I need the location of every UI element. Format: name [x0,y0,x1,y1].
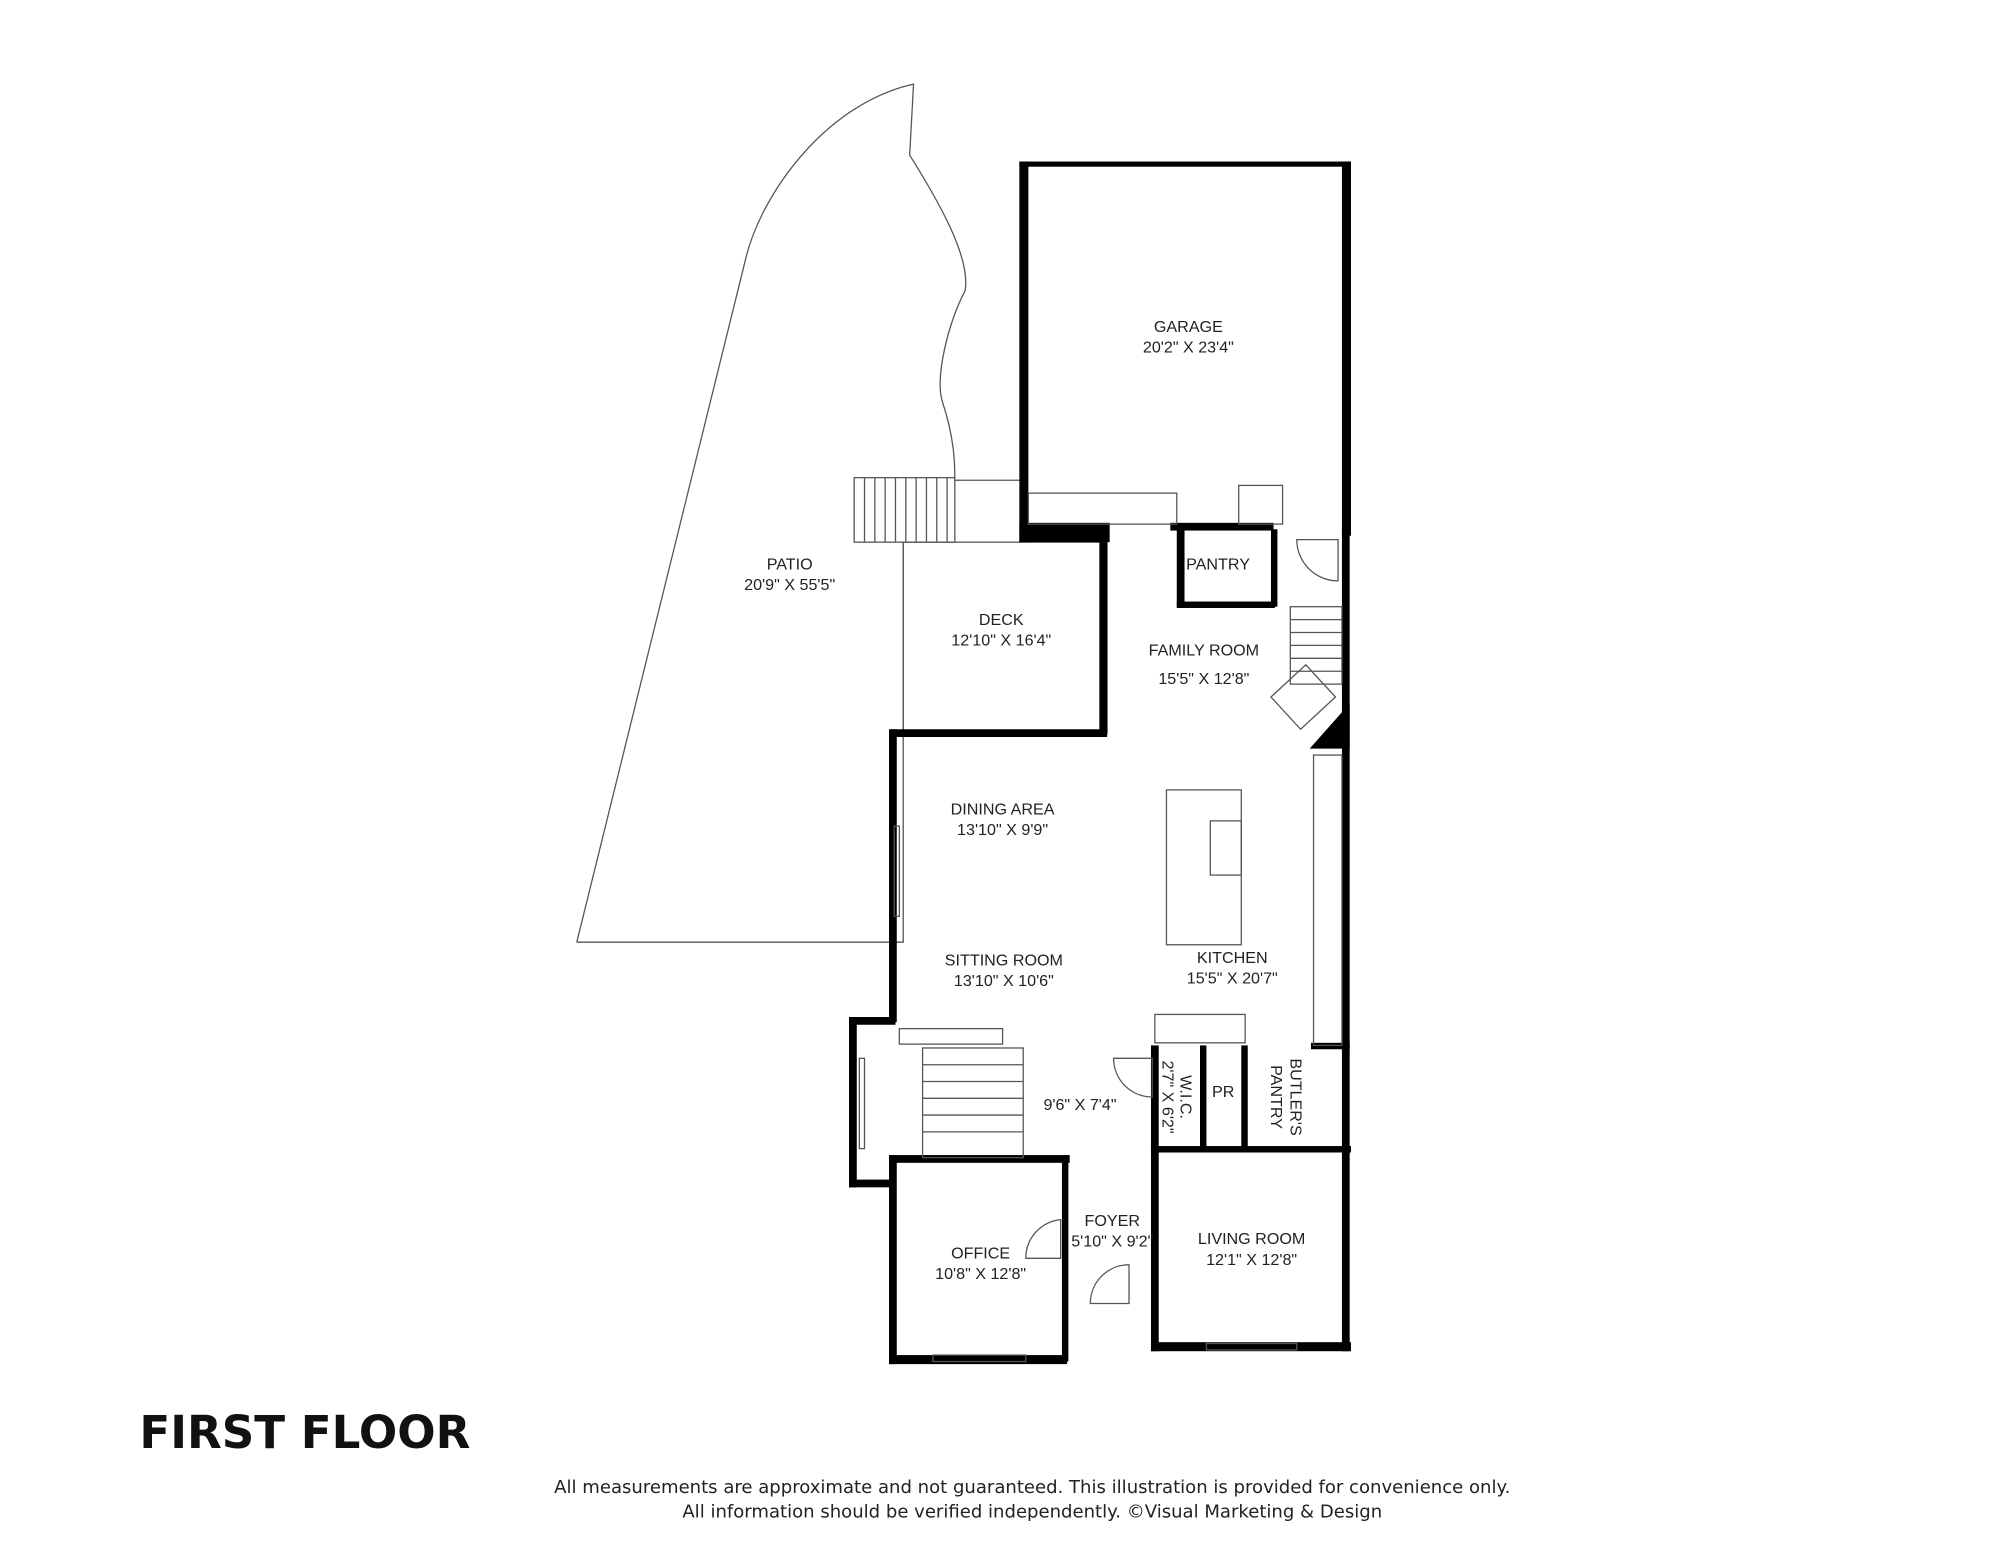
pantry-label: PANTRY [1186,555,1250,573]
butlers-pantry-label: BUTLER'S [1286,1058,1304,1135]
office-label: OFFICE [951,1244,1010,1262]
patio-stairs [853,477,956,543]
kitchen-label: KITCHEN [1197,949,1268,967]
living-room-size: 12'1" X 12'8" [1206,1251,1297,1269]
hall-size: 9'6" X 7'4" [1043,1096,1116,1114]
sitting-room-size: 13'10" X 10'6" [954,972,1054,990]
patio-label: PATIO [767,555,813,573]
garage-label: GARAGE [1154,318,1223,336]
pr-label: PR [1212,1083,1234,1101]
deck-label: DECK [979,611,1024,629]
garage-walls [1019,161,1351,543]
dining-area-label: DINING AREA [951,800,1055,818]
deck-size: 12'10" X 16'4" [951,631,1051,649]
office-size: 10'8" X 12'8" [935,1265,1026,1283]
disclaimer-line-2: All information should be verified indep… [682,1502,1382,1523]
foyer-size: 5'10" X 9'2" [1071,1233,1153,1251]
kitchen-size: 15'5" X 20'7" [1187,969,1278,987]
wic-size: 2'7" X 6'2" [1159,1060,1177,1133]
family-room-size: 15'5" X 12'8" [1158,670,1249,688]
living-room-label: LIVING ROOM [1198,1230,1305,1248]
house-walls [849,529,1351,1365]
patio-size: 20'9" X 55'5" [744,576,835,594]
sitting-room-label: SITTING ROOM [945,951,1063,969]
wic-label: W.I.C. [1177,1075,1195,1119]
interior-details [858,538,1343,1363]
floor-title: FIRST FLOOR [139,1406,470,1459]
garage-size: 20'2" X 23'4" [1143,339,1234,357]
foyer-label: FOYER [1085,1212,1141,1230]
dining-area-size: 13'10" X 9'9" [957,821,1048,839]
butlers-pantry-label-2: PANTRY [1267,1065,1285,1129]
family-room-label: FAMILY ROOM [1149,642,1259,660]
disclaimer-line-1: All measurements are approximate and not… [554,1477,1510,1498]
